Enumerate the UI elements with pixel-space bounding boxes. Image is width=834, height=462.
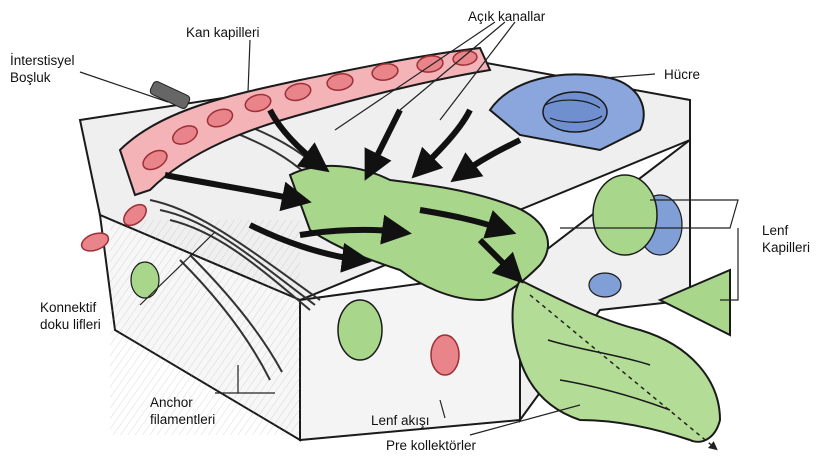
label-blood-capillary-text: Kan kapilleri	[186, 24, 260, 41]
label-lymph-cap-line1: Lenf	[762, 222, 810, 239]
label-pre-collectors-text: Pre kollektörler	[386, 437, 476, 454]
label-connective-line2: doku lifleri	[40, 316, 101, 333]
lymph-capillary-right	[593, 175, 657, 255]
label-interstitial-space: İnterstisyel Boşluk	[10, 52, 75, 86]
label-blood-capillary: Kan kapilleri	[186, 24, 260, 41]
side-cell-small	[589, 273, 621, 297]
label-anchor-line1: Anchor	[150, 394, 215, 411]
cell-nucleus	[543, 92, 607, 132]
label-interstitial-line1: İnterstisyel	[10, 52, 75, 69]
label-open-channels: Açık kanallar	[468, 8, 545, 25]
leader-blood-capillary	[248, 40, 250, 92]
label-interstitial-line2: Boşluk	[10, 69, 75, 86]
label-lymph-capillaries: Lenf Kapilleri	[762, 222, 810, 256]
label-connective-line1: Konnektif	[40, 299, 101, 316]
leader-cell	[605, 74, 655, 78]
label-cell: Hücre	[664, 66, 700, 83]
label-anchor-filaments: Anchor filamentleri	[150, 394, 215, 428]
lymph-cross-section-left	[131, 262, 159, 298]
label-connective-fibers: Konnektif doku lifleri	[40, 299, 101, 333]
lymph-cross-section	[338, 300, 382, 360]
label-lymph-cap-line2: Kapilleri	[762, 239, 810, 256]
label-lymph-flow: Lenf akışı	[371, 412, 430, 429]
blood-cross-section	[431, 335, 459, 375]
label-cell-text: Hücre	[664, 66, 700, 83]
label-open-channels-text: Açık kanallar	[468, 8, 545, 25]
label-pre-collectors: Pre kollektörler	[386, 437, 476, 454]
label-lymph-flow-text: Lenf akışı	[371, 412, 430, 429]
label-anchor-line2: filamentleri	[150, 411, 215, 428]
